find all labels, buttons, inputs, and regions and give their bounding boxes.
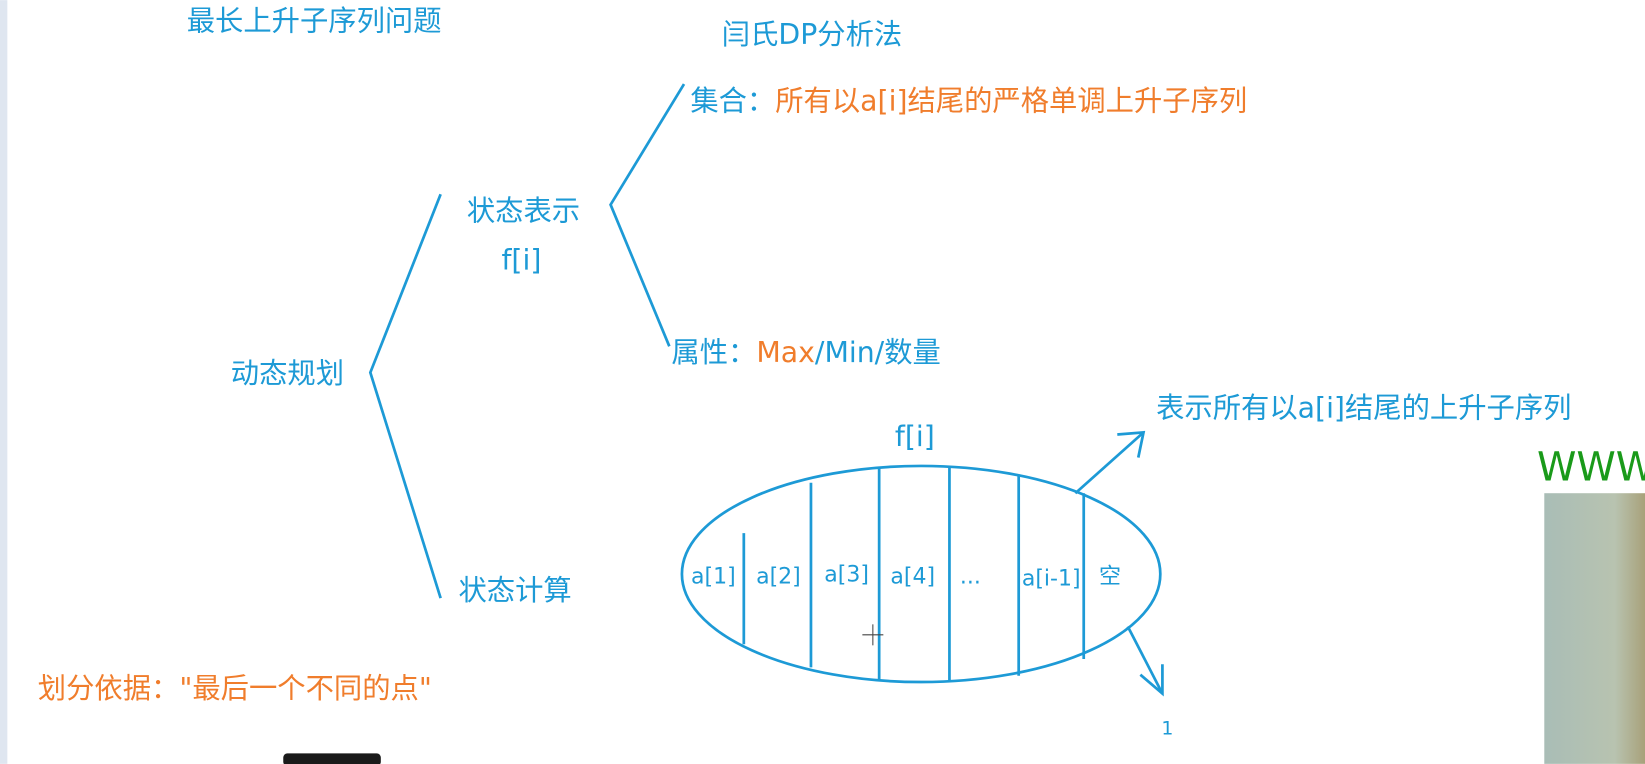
attr-label: 属性：Max/Min/数量	[671, 336, 940, 369]
cell-a3: a[3]	[824, 562, 869, 587]
attr-rest: /Min/数量	[815, 336, 941, 369]
left-border	[0, 0, 8, 764]
arrow-up-right-icon	[1074, 430, 1146, 495]
annotation-bottom: 1	[1161, 718, 1173, 740]
cell-empty: 空	[1099, 564, 1121, 589]
set-value: 所有以a[i]结尾的严格单调上升子序列	[775, 84, 1247, 117]
cell-a4: a[4]	[890, 564, 935, 589]
cell-a-i-minus-1: a[i-1]	[1022, 567, 1081, 592]
set-key: 集合：	[690, 84, 775, 117]
set-label: 集合：所有以a[i]结尾的严格单调上升子序列	[690, 84, 1247, 117]
state-repr-label: 状态表示	[467, 194, 580, 227]
method-title: 闫氏DP分析法	[722, 18, 902, 51]
state-bracket	[609, 83, 686, 347]
title: 最长上升子序列问题	[187, 5, 442, 38]
set-partition-ellipse	[680, 464, 1162, 684]
attr-key: 属性：	[671, 336, 756, 369]
cursor-icon	[862, 624, 884, 646]
attr-max: Max	[756, 336, 815, 369]
root-bracket	[368, 193, 442, 599]
state-calc-label: 状态计算	[458, 574, 571, 607]
ellipse-title: f[i]	[895, 420, 935, 453]
annotation-top: 表示所有以a[i]结尾的上升子序列	[1156, 392, 1571, 425]
root-label: 动态规划	[231, 357, 344, 390]
webcam-video	[1544, 493, 1645, 764]
cell-ellipsis: ...	[960, 564, 981, 589]
watermark-text: WWW	[1537, 445, 1645, 491]
arrow-down-icon	[1126, 625, 1164, 697]
cell-a2: a[2]	[756, 564, 801, 589]
bottom-tab[interactable]	[283, 753, 381, 764]
state-repr-symbol: f[i]	[501, 244, 541, 277]
partition-basis: 划分依据："最后一个不同的点"	[38, 672, 432, 705]
cell-a1: a[1]	[691, 564, 736, 589]
